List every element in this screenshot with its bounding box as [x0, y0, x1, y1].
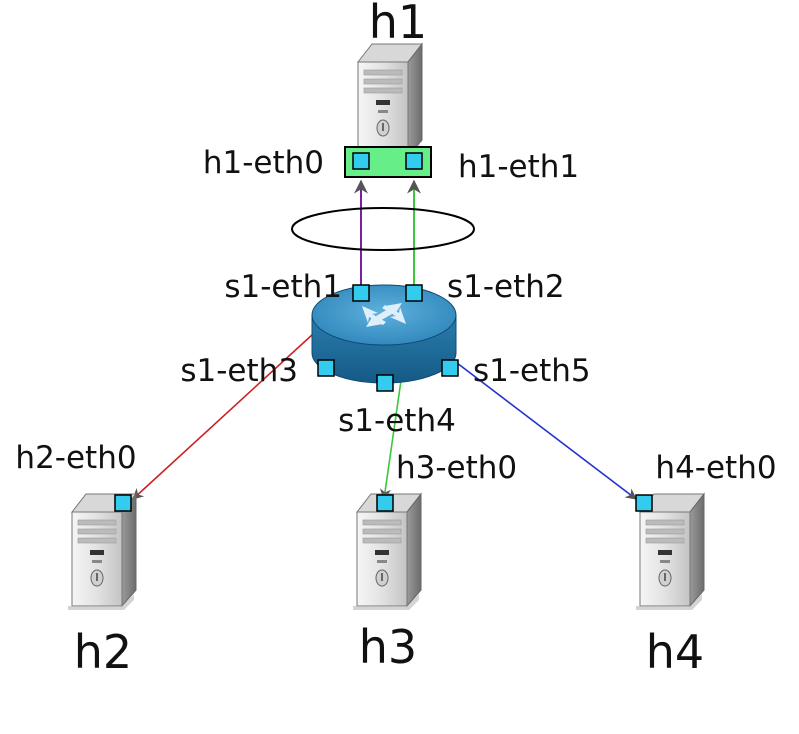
- label-s1-eth1: s1-eth1: [224, 269, 342, 305]
- port-h1-eth0[interactable]: [352, 152, 370, 170]
- port-s1-eth5[interactable]: [441, 359, 459, 377]
- port-h3-eth0[interactable]: [376, 494, 394, 512]
- bond-ellipse: [291, 207, 475, 251]
- label-s1-eth5: s1-eth5: [473, 353, 591, 389]
- server-tower-icon: [353, 43, 423, 161]
- port-s1-eth4[interactable]: [376, 374, 394, 392]
- label-h1-eth1: h1-eth1: [458, 149, 579, 185]
- port-s1-eth3[interactable]: [317, 359, 335, 377]
- port-s1-eth2[interactable]: [405, 284, 423, 302]
- host-h1[interactable]: h1: [353, 0, 427, 161]
- port-h4-eth0[interactable]: [635, 494, 653, 512]
- host-label-h2: h2: [74, 625, 132, 679]
- label-h2-eth0: h2-eth0: [15, 440, 136, 476]
- label-s1-eth3: s1-eth3: [180, 353, 298, 389]
- label-s1-eth4: s1-eth4: [338, 403, 456, 439]
- port-h2-eth0[interactable]: [114, 494, 132, 512]
- label-h4-eth0: h4-eth0: [655, 450, 776, 486]
- host-h4[interactable]: h4: [635, 493, 705, 679]
- host-label-h1: h1: [369, 0, 427, 49]
- host-label-h4: h4: [646, 625, 704, 679]
- h1-bond-adapter: [344, 146, 432, 178]
- label-s1-eth2: s1-eth2: [447, 269, 565, 305]
- host-label-h3: h3: [359, 620, 417, 674]
- label-h1-eth0: h1-eth0: [203, 145, 324, 181]
- port-labels: h1-eth0 h1-eth1 s1-eth1 s1-eth2 s1-eth3 …: [15, 145, 776, 486]
- port-h1-eth1[interactable]: [405, 152, 423, 170]
- label-h3-eth0: h3-eth0: [396, 450, 517, 486]
- port-s1-eth1[interactable]: [352, 284, 370, 302]
- host-h2[interactable]: h2: [67, 493, 137, 679]
- host-h3[interactable]: h3: [352, 493, 422, 674]
- switch-s1[interactable]: [311, 284, 459, 392]
